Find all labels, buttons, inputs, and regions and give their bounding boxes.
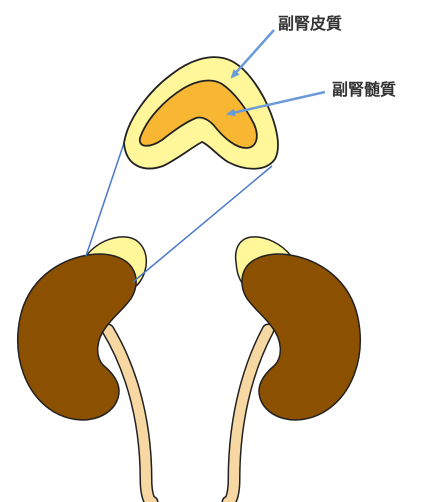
cortex-arrow (232, 30, 274, 77)
medulla-label: 副腎髄質 (332, 80, 396, 99)
left-ureter (108, 330, 152, 502)
cortex-label: 副腎皮質 (278, 14, 342, 33)
right-ureter (228, 330, 268, 502)
